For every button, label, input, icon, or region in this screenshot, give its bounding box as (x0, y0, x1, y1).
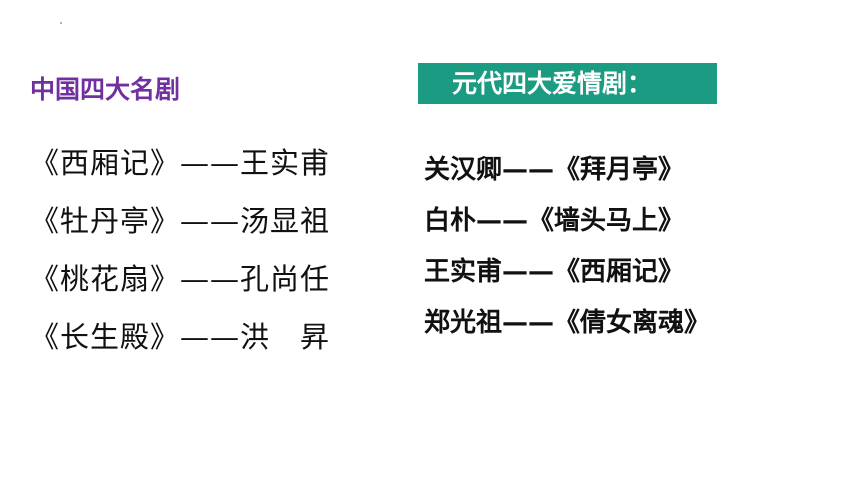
left-heading: 中国四大名剧 (30, 75, 181, 104)
four-famous-plays-list: 《西厢记》——王实甫 《牡丹亭》——汤显祖 《桃花扇》——孔尚任 《长生殿》——… (30, 143, 330, 375)
decorative-dot (60, 22, 62, 24)
list-item: 《长生殿》——洪 昇 (30, 320, 331, 354)
list-item: 《牡丹亭》——汤显祖 (30, 204, 331, 238)
right-heading-banner: 元代四大爱情剧： (418, 63, 717, 104)
right-heading: 元代四大爱情剧： (452, 68, 653, 98)
yuan-love-dramas-list: 关汉卿——《拜月亭》 白朴——《墙头马上》 王实甫——《西厢记》 郑光祖——《倩… (424, 152, 710, 356)
list-item: 郑光祖——《倩女离魂》 (424, 308, 711, 338)
list-item: 王实甫——《西厢记》 (424, 257, 685, 287)
list-item: 关汉卿——《拜月亭》 (424, 155, 685, 185)
list-item: 《桃花扇》——孔尚任 (30, 262, 331, 296)
list-item: 《西厢记》——王实甫 (30, 146, 331, 180)
list-item: 白朴——《墙头马上》 (424, 206, 685, 236)
